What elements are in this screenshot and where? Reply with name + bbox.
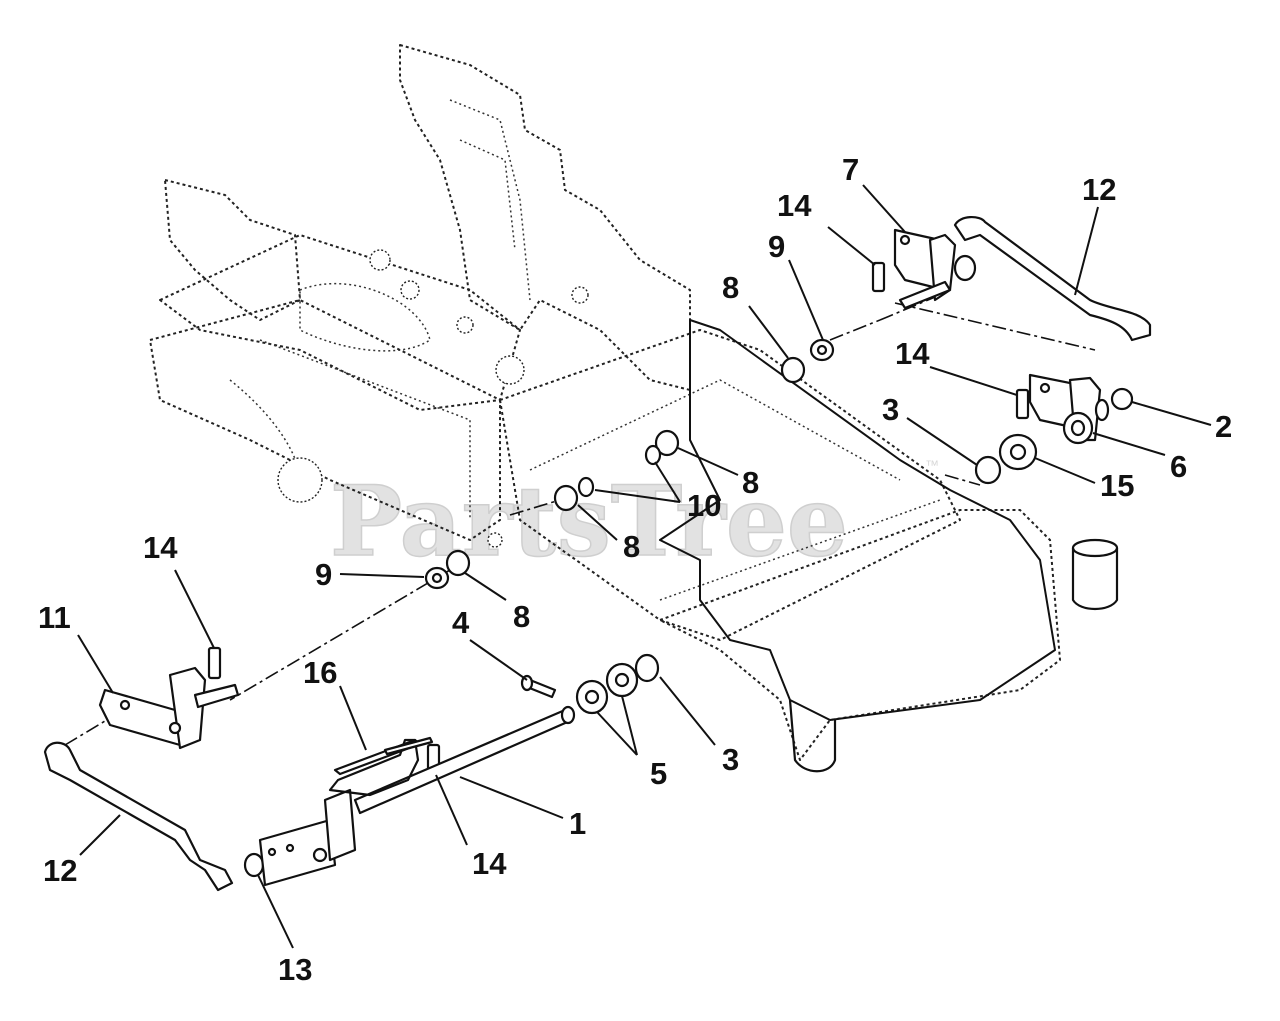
part-8-bushing-d xyxy=(445,549,471,577)
part-3-bushing-lower xyxy=(634,653,660,683)
callout-4: 4 xyxy=(452,605,470,640)
callout-15: 15 xyxy=(1100,468,1134,503)
parts xyxy=(43,216,1152,892)
callout-2: 2 xyxy=(1215,409,1232,444)
part-14-pin-left xyxy=(207,646,222,680)
part-14-pin-upper xyxy=(871,261,886,293)
leader-lines xyxy=(77,184,1212,949)
part-6-bracket xyxy=(1028,373,1110,445)
callout-14-right: 14 xyxy=(895,336,930,371)
part-7-bracket xyxy=(893,228,977,310)
part-8-bushing-c xyxy=(553,484,579,512)
callout-9-right: 9 xyxy=(768,229,785,264)
part-2-ring xyxy=(1110,387,1134,411)
watermark-tm: ™ xyxy=(925,457,939,473)
callout-labels: 7 12 14 9 8 14 3 2 6 15 8 10 8 14 9 8 4 … xyxy=(38,152,1232,987)
callout-12-left: 12 xyxy=(43,853,77,888)
part-3-bushing-right xyxy=(974,455,1002,485)
callout-3-right: 3 xyxy=(882,392,899,427)
callout-14-left: 14 xyxy=(143,530,178,565)
part-10-ring-b xyxy=(577,476,595,498)
part-14-pin-right xyxy=(1015,388,1030,420)
callout-9-left: 9 xyxy=(315,557,332,592)
part-10-ring-a xyxy=(644,444,662,466)
callout-3-lower: 3 xyxy=(722,742,739,777)
callout-5: 5 xyxy=(650,756,667,791)
callout-13: 13 xyxy=(278,952,312,987)
part-8-bushing-a xyxy=(780,356,806,384)
part-12-upper-rod xyxy=(953,216,1152,342)
callout-14-lower: 14 xyxy=(472,846,507,881)
callout-12-right: 12 xyxy=(1082,172,1116,207)
part-13-washer xyxy=(243,852,265,878)
mower-frame xyxy=(149,44,1119,773)
callout-6: 6 xyxy=(1170,449,1187,484)
callout-8-upper: 8 xyxy=(722,270,739,305)
callout-8-mid: 8 xyxy=(742,465,759,500)
callout-8-left: 8 xyxy=(513,599,530,634)
callout-16: 16 xyxy=(303,655,337,690)
part-1-shaft xyxy=(258,705,576,887)
callout-11: 11 xyxy=(38,600,71,635)
callout-8-center: 8 xyxy=(623,529,640,564)
callout-14-upper: 14 xyxy=(777,188,812,223)
part-12-lower-rod xyxy=(43,741,234,892)
callout-10: 10 xyxy=(687,488,721,523)
callout-7: 7 xyxy=(842,152,859,187)
part-11-bracket xyxy=(98,666,240,750)
callout-1: 1 xyxy=(569,806,586,841)
part-8-bushing-b xyxy=(654,429,680,457)
